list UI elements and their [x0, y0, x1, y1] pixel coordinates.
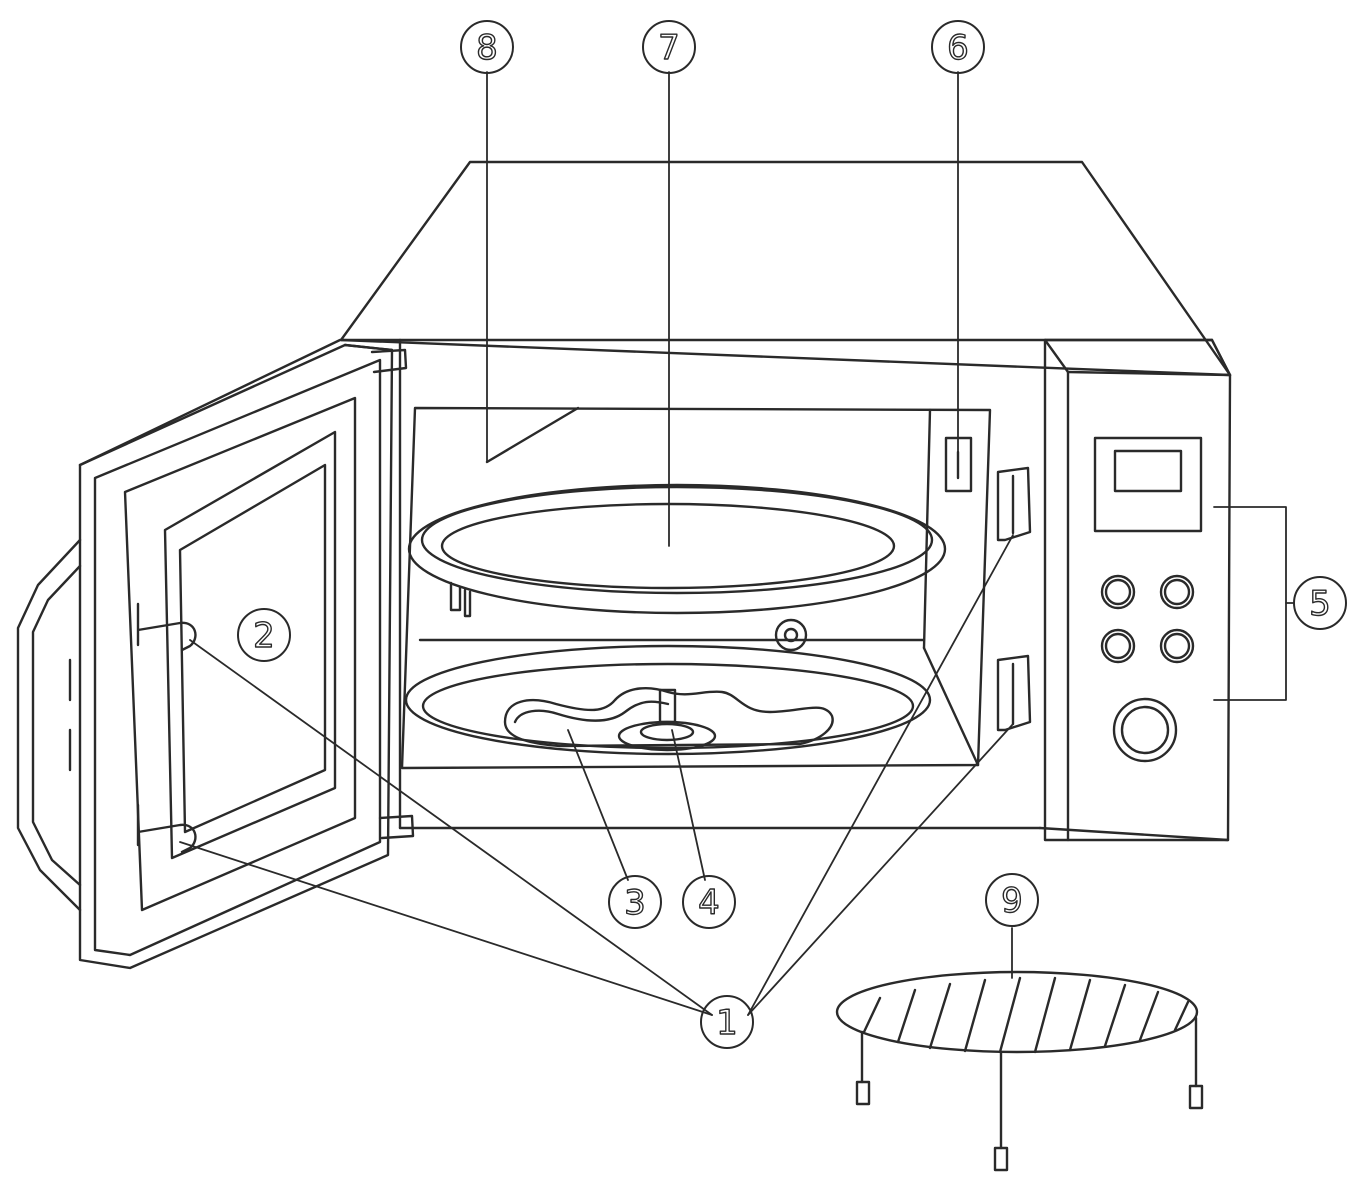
callout-label-4: 4 — [698, 883, 720, 923]
door-window — [178, 463, 327, 834]
display-frame — [1093, 436, 1203, 533]
control-panel — [1043, 338, 1232, 842]
microwave-body — [339, 160, 1232, 842]
callout-label-2: 2 — [253, 616, 275, 656]
callout-label-6: 6 — [947, 28, 969, 68]
callout-circle-2 — [237, 608, 291, 662]
display-window — [1113, 449, 1183, 493]
door-latch-top — [136, 602, 197, 652]
callout-circles — [237, 20, 1347, 1049]
door-outer-frame — [78, 343, 394, 970]
interlock-slot-top — [996, 466, 1032, 542]
door-latch-bottom — [136, 803, 197, 854]
control-button-2 — [1159, 574, 1195, 610]
wire-rack — [835, 970, 1204, 1172]
callout-label-5: 5 — [1309, 584, 1331, 624]
callout-label-8: 8 — [476, 28, 498, 68]
callout-circle-3 — [608, 875, 662, 929]
control-button-4 — [1159, 628, 1195, 664]
callout-numbers: 8 7 6 5 2 3 4 9 1 — [252, 27, 1331, 1043]
door-inner-panel — [123, 396, 357, 912]
callout-label-9: 9 — [1001, 881, 1023, 921]
callout-label-1: 1 — [716, 1003, 738, 1043]
callout-label-7: 7 — [658, 28, 680, 68]
hinge-top — [370, 348, 408, 374]
callout-circle-8 — [460, 20, 514, 74]
rack-rim — [835, 970, 1199, 1054]
roller-ring — [503, 687, 834, 748]
oven-door — [16, 338, 394, 970]
hinge-bottom — [378, 814, 415, 840]
control-button-3 — [1100, 628, 1136, 664]
callout-circle-7 — [642, 20, 696, 74]
callout-circle-5 — [1293, 576, 1347, 630]
callout-circle-9 — [985, 873, 1039, 927]
callout-circle-1 — [700, 995, 754, 1049]
callout-circle-6 — [931, 20, 985, 74]
callout-label-3: 3 — [624, 883, 646, 923]
turntable-coupler — [617, 688, 717, 752]
control-dial — [1112, 697, 1178, 763]
door-handle — [16, 538, 82, 912]
callout-circle-4 — [682, 875, 736, 929]
leader-lines — [179, 71, 1295, 1016]
control-button-1 — [1100, 574, 1136, 610]
glass-tray — [407, 483, 947, 618]
lamp-cover — [774, 618, 808, 652]
body-top-surface — [339, 160, 1232, 377]
cavity-floor — [404, 644, 932, 756]
interlock-slot-bottom — [996, 654, 1032, 732]
